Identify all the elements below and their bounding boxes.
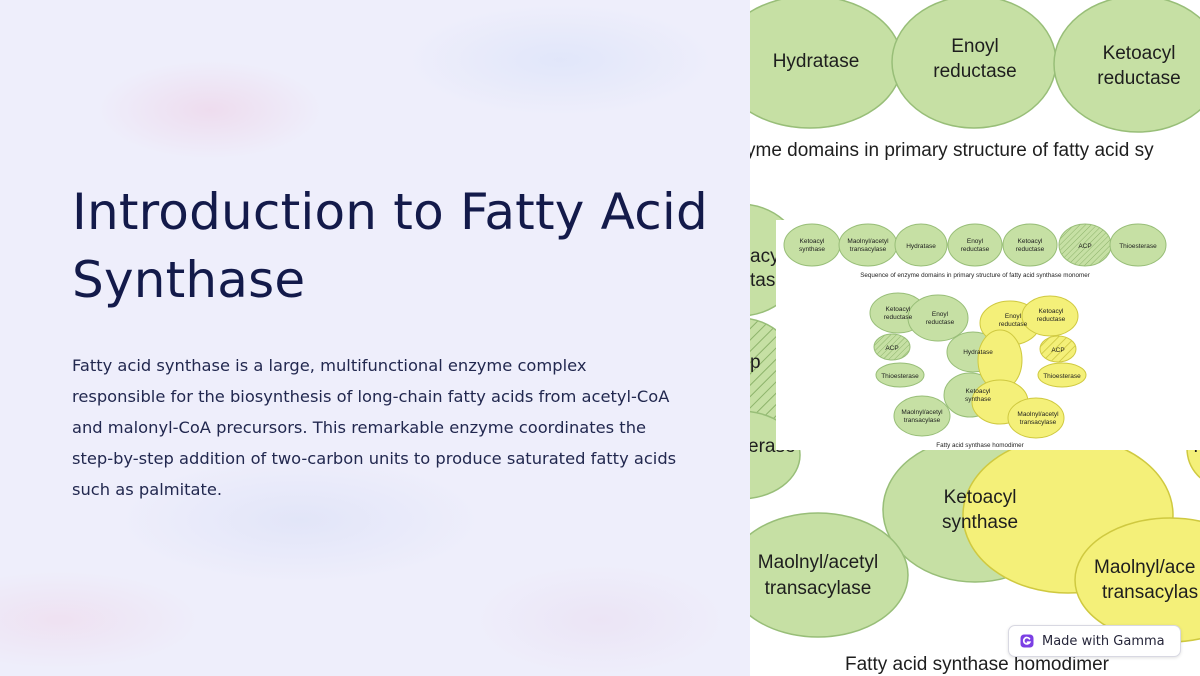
dimer-er-right-2: reductase [999,321,1028,328]
dimer-mat-right-1: Maolnyl/acetyl [1017,411,1059,418]
inset-kr-1: Ketoacyl [1018,238,1043,245]
dimer-acp-right [1039,335,1077,363]
inset-homodimer: Ketoacyl reductase Enoyl reductase Enoyl… [869,292,1087,439]
fragment-tas: tas [750,270,775,291]
primary-structure-caption: yme domains in primary structure of fatt… [750,140,1154,161]
inset-mat-1: Maolnyl/acetyl [847,238,889,245]
slide-title: Introduction to Fatty Acid Synthase [72,183,708,309]
inset-acp-label: ACP [1078,243,1091,250]
mat-domain-left [750,512,909,638]
fragment-acy: acy [750,246,780,267]
dimer-mat-left [893,395,951,437]
inset-homodimer-caption: Fatty acid synthase homodimer [936,442,1024,449]
inset-ketoacyl-reductase [1002,223,1058,267]
dimer-te-left [875,362,925,388]
dimer-kr-left-2: reductase [884,314,913,321]
made-with-gamma-badge[interactable]: Made with Gamma [1008,625,1181,657]
ketoacyl-reductase-label-2: reductase [1097,68,1180,89]
dimer-te-right [1037,362,1087,388]
dimer-er-right-1: Enoyl [1005,313,1022,320]
inset-er-1: Enoyl [967,238,984,245]
badge-label: Made with Gamma [1042,633,1165,649]
dimer-hydratase-label: Hydratase [963,349,993,356]
inset-diagram: Ketoacyl synthase Maolnyl/acetyl transac… [776,220,1200,450]
dimer-te-left-label: Thioesterase [881,373,919,380]
inset-hyd: Hydratase [906,243,936,250]
dimer-acp-right-label: ACP [1051,347,1064,354]
dimer-er-left-1: Enoyl [932,311,949,318]
dimer-ks-1: Ketoacyl [966,388,991,395]
dimer-kr-right-2: reductase [1037,316,1066,323]
gamma-logo-icon [1020,634,1034,648]
dimer-mat-right-2: transacylase [1020,419,1057,426]
inset-enoyl-reductase [947,223,1003,267]
inset-mat-2: transacylase [850,246,887,253]
mat-right-label-2: transacylas [1102,582,1198,603]
ketoacyl-reductase-label-1: Ketoacyl [1103,43,1176,64]
dimer-te-right-label: Thioesterase [1043,373,1081,380]
enoyl-label-1: Enoyl [951,36,999,57]
ketoacyl-synthase-label-1: Ketoacyl [944,487,1017,508]
inset-ks-2: synthase [799,246,825,253]
ketoacyl-synthase-label-2: synthase [942,512,1018,533]
primary-structure-row: Ketoacyl synthase Maolnyl/acetyl transac… [783,223,1167,267]
fatty-acid-synthase-figure: Hydratase Enoyl reductase Ketoacyl reduc… [750,0,1200,675]
dimer-kr-right [1021,295,1079,337]
figure-panel: Hydratase Enoyl reductase Ketoacyl reduc… [750,0,1200,676]
mat-left-label-2: transacylase [765,578,872,599]
homodimer-caption: Fatty acid synthase homodimer [845,654,1110,675]
dimer-ks-2: synthase [965,396,991,403]
hydratase-label: Hydratase [773,51,860,72]
enoyl-label-2: reductase [933,61,1016,82]
inset-primary-caption: Sequence of enzyme domains in primary st… [860,272,1090,279]
dimer-mat-left-1: Maolnyl/acetyl [901,409,943,416]
dimer-mat-left-2: transacylase [904,417,941,424]
dimer-acp-left [873,333,911,361]
dimer-er-left-2: reductase [926,319,955,326]
inset-kr-2: reductase [1016,246,1045,253]
dimer-er-left [907,294,969,342]
inset-thioesterase [1109,223,1167,267]
mat-right-label-1: Maolnyl/ace [1094,557,1195,578]
inset-ketoacyl-synthase [783,223,841,267]
slide-body: Fatty acid synthase is a large, multifun… [72,356,677,499]
inset-te-label: Thioesterase [1119,243,1157,250]
dimer-kr-right-1: Ketoacyl [1039,308,1064,315]
dimer-acp-left-label: ACP [885,345,898,352]
inset-ks-1: Ketoacyl [800,238,825,245]
inset-hydratase [894,223,948,267]
text-panel: Introduction to Fatty Acid Synthase Fatt… [0,0,750,676]
mat-left-label-1: Maolnyl/acetyl [758,552,878,573]
dimer-kr-left-1: Ketoacyl [886,306,911,313]
background-diagram: Hydratase Enoyl reductase Ketoacyl reduc… [750,0,1200,675]
inset-er-2: reductase [961,246,990,253]
dimer-mat-right [1007,397,1065,439]
ketoacyl-reductase-domain [1053,0,1200,133]
inset-mat [838,223,898,267]
fragment-p: p [750,352,761,373]
